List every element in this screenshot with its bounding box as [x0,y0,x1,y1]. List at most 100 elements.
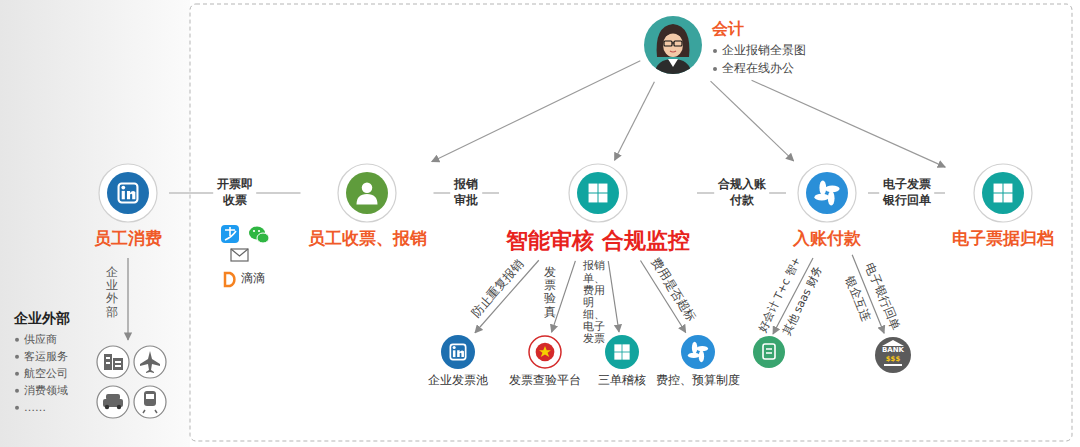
decor-circle [105,405,109,409]
decor-g [589,184,608,203]
decor-ellipse [825,185,840,192]
decor-rect [1004,194,1013,203]
decor-svg [681,335,715,369]
decor-g [654,24,692,75]
finance-icon [753,336,785,368]
decor-rect [221,225,239,243]
decor-circle [134,386,166,418]
didi-logo [225,273,234,286]
decor-g [357,183,378,205]
decor-circle [974,164,1032,222]
decor-svg [528,335,562,369]
decor-path [668,59,678,67]
decor-rect [589,184,598,193]
decor-rect [119,184,138,203]
decor-circle [569,164,627,222]
decor-rect [113,358,123,370]
node-text: 三单稽核 [595,373,649,389]
node-text: 全程在线办公 [712,61,794,77]
decor-ellipse [692,342,697,354]
decor-circle [97,346,129,378]
decor-rect [453,350,456,357]
decor-circle [346,172,388,214]
note-label: 客运服务 [14,350,68,364]
edge-label: 防止重复报销 [468,256,527,320]
decor-circle [338,164,396,222]
node-text: 企业发票池 [425,373,491,389]
bank-icon: BANK$$$ [874,336,912,374]
decor-circle [644,16,702,74]
decor-svg [441,335,475,369]
decor-circle [107,172,149,214]
decor-circle [121,186,125,190]
node-text: 入账付款 [789,227,865,249]
decor-rect [122,191,125,199]
note-label: 企业外部 [106,266,118,319]
decor-circle [529,336,561,368]
dashed-frame [190,4,1072,441]
node-text: 电子票据归档 [948,227,1058,249]
decor-g [994,184,1013,203]
decor-circle [99,164,157,222]
node-text: 员工消费 [90,227,166,249]
connector [608,261,619,332]
decor-path [225,227,236,240]
note-label: 航空公司 [14,367,68,381]
decor-g [614,344,629,359]
decor-rect [614,344,621,351]
decor-ellipse [696,346,708,351]
decor-circle [753,336,785,368]
decor-circle [806,172,848,214]
decor-path [663,32,683,39]
node-text: 智能审核 合规监控 [502,227,694,256]
taxi-icon [97,386,129,418]
note-label: 消费领域 [14,384,68,398]
decor-path [143,410,157,413]
decor-circle [536,343,555,362]
note-label: 企业外部 [14,309,70,327]
decor-g [119,184,138,203]
left-ground [0,0,190,447]
decor-rect [589,194,598,203]
stage-circle: 智能审核 合规监控 [502,163,694,258]
decor-path [654,59,692,75]
decor-rect [664,41,672,46]
decor-svg [98,163,158,223]
node-text: BANK [874,346,912,354]
stage-circle: 员工收票、报销 [304,163,431,252]
leader-arrow [127,258,128,340]
building-icon [97,346,129,378]
decor-rect [994,184,1003,193]
decor-rect [622,352,629,359]
wechat-logo [249,227,269,244]
decor-rect [614,352,621,359]
stage-circle: 入账付款 [789,163,865,252]
node-text: 发票查验平台 [506,373,584,389]
decor-circle [605,335,639,369]
decor-circle [258,230,260,232]
edge-label: 开票即收票 [213,176,257,209]
connector [615,82,655,161]
connector [432,61,641,162]
decor-circle [97,386,129,418]
tool-icon: 发票查验平台 [506,335,584,391]
decor-rect [674,41,682,46]
decor-path [127,191,135,199]
decor-path [140,351,160,373]
decor-ellipse [663,33,683,57]
stage-circle: 电子票据归档 [948,163,1058,252]
decor-rect [763,344,775,359]
accountant-avatar: 会计企业报销全景图全程在线办公 [643,15,810,79]
tool-icon: 企业发票池 [425,335,491,391]
decor-path [670,51,676,52]
node-text: 员工收票、报销 [304,227,431,249]
decor-circle [982,172,1024,214]
decor-rect [106,362,110,364]
edge-label: 费用是否超标 [647,255,699,324]
decor-g [536,343,555,362]
decor-rect [146,394,154,399]
decor-rect [231,249,248,261]
